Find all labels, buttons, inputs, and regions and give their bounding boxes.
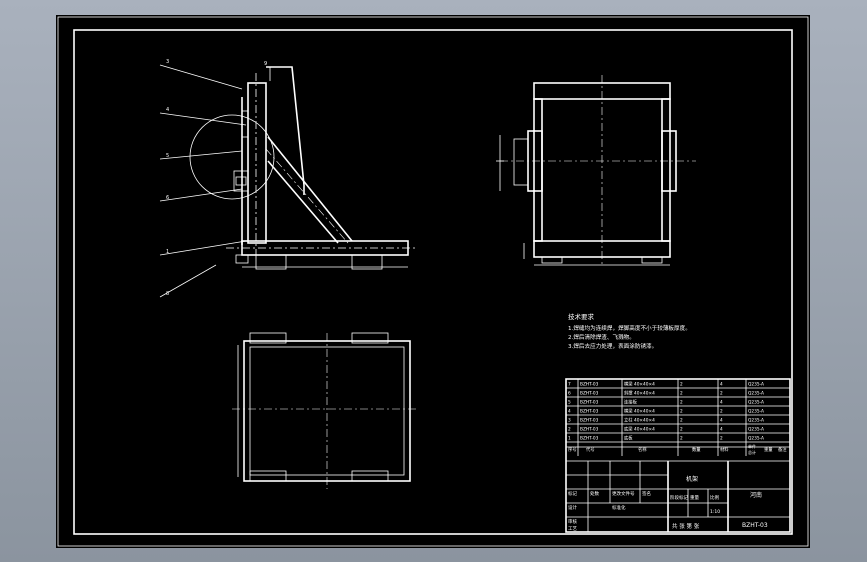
table-cell: 3	[568, 418, 571, 424]
table-cell: 4	[720, 427, 723, 433]
tb-mark: 标记	[568, 490, 577, 497]
drawing-sheet: 3 4 5 6 1 8 9	[56, 15, 810, 548]
table-header: 代号	[586, 446, 595, 453]
tb-scale-value: 1:10	[710, 509, 720, 515]
table-cell: Q235-A	[748, 418, 764, 424]
table-cell: Q235-A	[748, 427, 764, 433]
table-header: 名称	[638, 446, 647, 453]
title-block: 机架 河南 BZHT-03 标记 处数 更改文件号 签名 设计 标准化 审核 工…	[565, 378, 791, 533]
table-cell: 斜撑 40×40×4	[624, 390, 655, 397]
table-header: 总计	[748, 449, 756, 455]
table-cell: BZHT-03	[580, 391, 599, 397]
tb-standardize: 标准化	[612, 504, 626, 511]
table-cell: Q235-A	[748, 436, 764, 442]
inner-border	[73, 29, 793, 535]
table-cell: Q235-A	[748, 391, 764, 397]
table-header: 数量	[692, 446, 701, 453]
balloon-labels: 3 4 5 6 1 8 9	[166, 59, 267, 297]
table-cell: 2	[720, 391, 723, 397]
tb-stage-mark: 阶段标记	[670, 494, 688, 501]
balloon: 3	[166, 59, 169, 65]
table-cell: 底板	[624, 435, 633, 442]
table-cell: 2	[720, 409, 723, 415]
balloon: 5	[166, 153, 169, 159]
cad-drawing: 3 4 5 6 1 8 9	[57, 16, 809, 547]
tb-sheets: 共 张 第 张	[672, 522, 700, 530]
tb-scale: 比例	[710, 494, 719, 501]
table-header: 单件	[748, 443, 756, 449]
tb-weight: 重量	[690, 494, 699, 501]
table-cell: BZHT-03	[580, 427, 599, 433]
drawing-number: BZHT-03	[742, 522, 768, 529]
table-cell: Q235-A	[748, 400, 764, 406]
front-view	[159, 64, 416, 298]
tb-count: 处数	[590, 490, 599, 497]
side-view	[496, 75, 696, 266]
table-cell: 1	[568, 436, 571, 442]
table-cell: Q235-A	[748, 409, 764, 415]
tb-review: 审核	[568, 518, 577, 525]
table-cell: 4	[720, 382, 723, 388]
note-line: 2.焊后清除焊渣、飞溅物。	[568, 333, 635, 341]
tb-design: 设计	[568, 504, 577, 511]
table-cell: BZHT-03	[580, 382, 599, 388]
table-cell: 立柱 40×40×4	[624, 417, 655, 424]
table-cell: 4	[720, 418, 723, 424]
table-cell: 2	[680, 436, 683, 442]
tb-process: 工艺	[568, 526, 577, 532]
technical-notes: 技术要求 1.焊缝均为连续焊，焊脚高度不小于较薄板厚度。 2.焊后清除焊渣、飞溅…	[568, 312, 691, 350]
table-cell: 2	[680, 400, 683, 406]
table-cell: 2	[680, 409, 683, 415]
balloon: 4	[166, 107, 169, 113]
table-cell: 4	[568, 409, 571, 415]
table-cell: 4	[720, 400, 723, 406]
table-cell: BZHT-03	[580, 400, 599, 406]
table-header: 备注	[778, 446, 787, 453]
top-view	[232, 332, 418, 489]
table-cell: Q235-A	[748, 382, 764, 388]
table-cell: 7	[568, 382, 571, 388]
table-cell: BZHT-03	[580, 418, 599, 424]
table-cell: 2	[680, 391, 683, 397]
table-cell: 5	[568, 400, 571, 406]
table-cell: 6	[568, 391, 571, 397]
tb-change-doc: 更改文件号	[612, 490, 635, 497]
table-header: 序号	[568, 446, 577, 453]
balloon: 1	[166, 249, 169, 255]
table-cell: 底梁 40×40×4	[624, 426, 655, 433]
balloon: 8	[166, 291, 169, 297]
balloon: 9	[264, 61, 267, 67]
table-cell: 2	[680, 382, 683, 388]
table-cell: 连接板	[624, 399, 638, 406]
table-header: 重量	[764, 446, 773, 453]
table-cell: BZHT-03	[580, 409, 599, 415]
balloon: 6	[166, 195, 169, 201]
table-cell: 2	[720, 436, 723, 442]
note-line: 1.焊缝均为连续焊，焊脚高度不小于较薄板厚度。	[568, 324, 691, 332]
tb-sign: 签名	[642, 490, 651, 497]
notes-title: 技术要求	[568, 312, 595, 321]
outer-border	[57, 16, 809, 547]
table-cell: 2	[568, 427, 571, 433]
table-cell: 横梁 40×40×4	[624, 381, 655, 388]
table-header: 材料	[720, 446, 729, 453]
table-cell: 2	[680, 418, 683, 424]
company-name: 河南	[750, 491, 762, 499]
table-cell: 2	[680, 427, 683, 433]
table-cell: 横梁 40×40×4	[624, 408, 655, 415]
table-cell: BZHT-03	[580, 436, 599, 442]
note-line: 3.焊后去应力处理，表面涂防锈漆。	[568, 342, 657, 350]
part-name: 机架	[686, 475, 698, 483]
